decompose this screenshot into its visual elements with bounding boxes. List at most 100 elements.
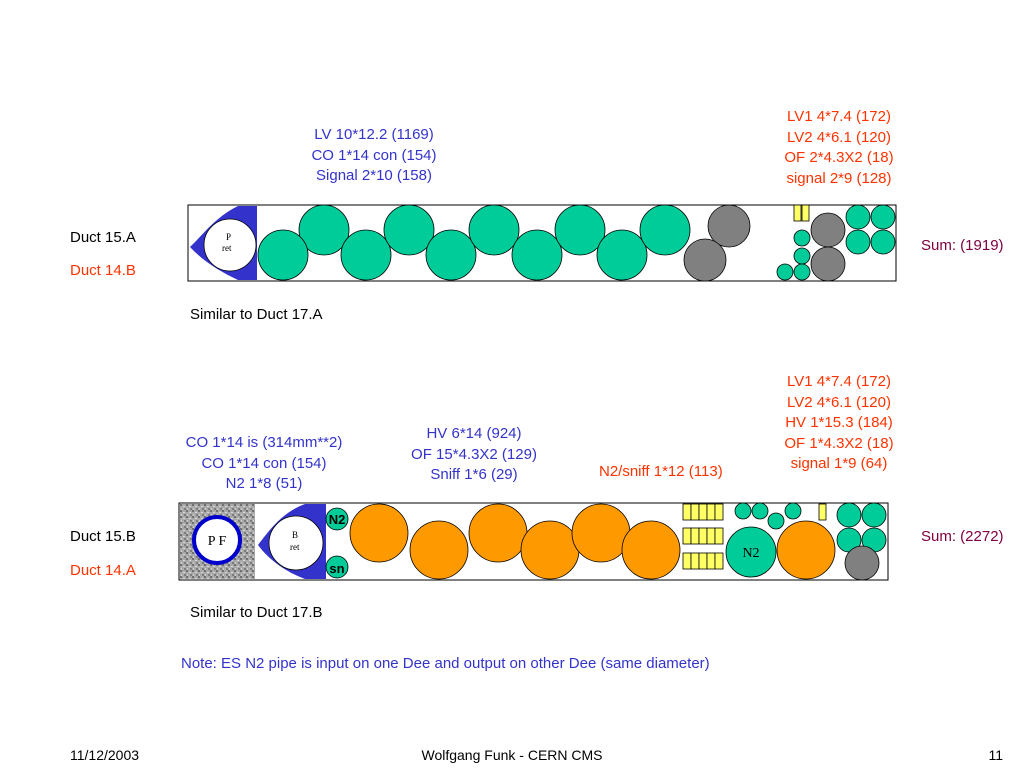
label-line: LV1 4*7.4 (172) <box>787 108 891 125</box>
n2-badge-label: N2 <box>329 512 346 527</box>
label-line: LV2 4*6.1 (120) <box>787 393 891 411</box>
duct-b-pipe-label-bottom: ret <box>290 542 300 552</box>
duct-b-return-pipe-shape <box>258 504 326 579</box>
label-line: HV 1*15.3 (184) <box>785 414 893 431</box>
lv1-cable <box>836 502 862 528</box>
small-cable <box>776 263 794 281</box>
small-cable <box>793 247 811 265</box>
duct-a-lv-cable-label: LV 10*12.2 (1169) CO 1*14 con (154) Sign… <box>274 125 474 187</box>
footer-author: Wolfgang Funk - CERN CMS <box>421 747 603 763</box>
signal-connector <box>793 204 802 222</box>
lv-cable <box>639 204 691 256</box>
small-cable <box>767 512 785 530</box>
duct-a-sum: Sum: (1919) <box>921 237 1004 254</box>
label-line: CO 1*14 con (154) <box>311 146 437 164</box>
duct-a-pipe-label-bottom: ret <box>222 243 232 253</box>
lv1-cable <box>836 527 862 553</box>
label-line: LV1 4*7.4 (172) <box>787 373 891 390</box>
pf-label: P F <box>208 534 227 549</box>
lv-cable <box>511 229 563 281</box>
small-cable <box>793 229 811 247</box>
of-connector <box>690 552 700 570</box>
footer-page-number: 11 <box>988 747 1003 763</box>
duct-b-pipe-label-top: B <box>292 530 298 540</box>
label-line: LV 10*12.2 (1169) <box>314 126 434 143</box>
label-line: CO 1*14 con (154) <box>201 454 327 472</box>
small-cable <box>793 263 811 281</box>
duct-b-right-cable-label: LV1 4*7.4 (172) LV2 4*6.1 (120) HV 1*15.… <box>749 372 929 475</box>
lv-cable <box>340 229 392 281</box>
n2-pipe-note: Note: ES N2 pipe is input on one Dee and… <box>181 655 710 672</box>
duct-a-alt-name: Duct 14.B <box>70 262 136 279</box>
duct-b-sum: Sum: (2272) <box>921 528 1004 545</box>
n2-large-pipe <box>725 526 777 578</box>
duct-b-sniff-label: N2/sniff 1*12 (113) <box>599 463 723 480</box>
duct-b-hv-cable-label: HV 6*14 (924) OF 15*4.3X2 (129) Sniff 1*… <box>374 424 574 486</box>
gray-cable <box>810 246 846 282</box>
label-line: LV2 4*6.1 (120) <box>787 128 891 146</box>
hv-single-cable <box>776 520 836 580</box>
label-line: N2 1*8 (51) <box>225 475 303 492</box>
of-connector <box>682 527 692 545</box>
label-line: OF 2*4.3X2 (18) <box>784 149 894 166</box>
sniff-pipe <box>325 555 349 579</box>
hv-cable <box>571 503 631 563</box>
of-connectors <box>682 503 724 570</box>
small-cable <box>784 502 802 520</box>
duct-a-outline <box>187 204 897 282</box>
duct-b-co-cable-label: CO 1*14 is (314mm**2) CO 1*14 con (154) … <box>164 433 364 495</box>
gray-cable <box>707 204 751 248</box>
gray-cable <box>683 238 727 282</box>
lv-cable <box>383 204 435 256</box>
duct-a-pipe-label-top: P <box>226 232 231 242</box>
small-cable <box>734 502 752 520</box>
footer-date: 11/12/2003 <box>70 747 140 763</box>
of-connector <box>706 503 716 521</box>
n2-large-label: N2 <box>742 546 759 561</box>
label-line: Signal 2*10 (158) <box>316 167 432 184</box>
label-line: signal 2*9 (128) <box>786 169 892 187</box>
hv-cable <box>468 503 528 563</box>
duct-a-return-pipe <box>203 218 257 272</box>
lv-cable <box>298 204 350 256</box>
of-connector <box>690 527 700 545</box>
lv-cable <box>468 204 520 256</box>
gray-cable <box>810 212 846 248</box>
label-line: OF 15*4.3X2 (129) <box>411 445 537 463</box>
lv-cable <box>425 229 477 281</box>
duct-a-similar-note: Similar to Duct 17.A <box>190 306 323 323</box>
lv-cable <box>596 229 648 281</box>
of-connector <box>714 503 724 521</box>
lv1-cable <box>845 204 871 230</box>
of-connector <box>698 552 708 570</box>
duct-b-name: Duct 15.B <box>70 528 136 545</box>
of-connector <box>706 527 716 545</box>
small-cable <box>751 502 769 520</box>
pf-block <box>180 504 255 579</box>
lv-cable <box>257 229 309 281</box>
of-connector <box>714 527 724 545</box>
n2-pipe <box>325 507 349 531</box>
lv1-cable <box>870 204 896 230</box>
duct-a-return-pipe-shape <box>190 206 257 280</box>
of-connector <box>690 503 700 521</box>
of-connector <box>706 552 716 570</box>
label-line: Sniff 1*6 (29) <box>430 466 518 483</box>
signal-connector <box>801 204 810 222</box>
duct-a-right-cable-label: LV1 4*7.4 (172) LV2 4*6.1 (120) OF 2*4.3… <box>749 107 929 189</box>
signal-connector <box>818 503 827 521</box>
label-line: CO 1*14 is (314mm**2) <box>185 434 343 451</box>
label-line: OF 1*4.3X2 (18) <box>784 434 894 452</box>
sn-badge-label: sn <box>329 561 344 576</box>
duct-b-alt-name: Duct 14.A <box>70 562 136 579</box>
lv1-cable <box>870 229 896 255</box>
of-connector <box>682 552 692 570</box>
of-connector <box>682 503 692 521</box>
label-line: signal 1*9 (64) <box>790 455 888 472</box>
hv-cable <box>349 503 409 563</box>
lv1-cable <box>845 229 871 255</box>
pf-pipe <box>192 515 242 565</box>
duct-b-similar-note: Similar to Duct 17.B <box>190 604 323 621</box>
of-connector <box>698 527 708 545</box>
duct-a-name: Duct 15.A <box>70 229 136 246</box>
